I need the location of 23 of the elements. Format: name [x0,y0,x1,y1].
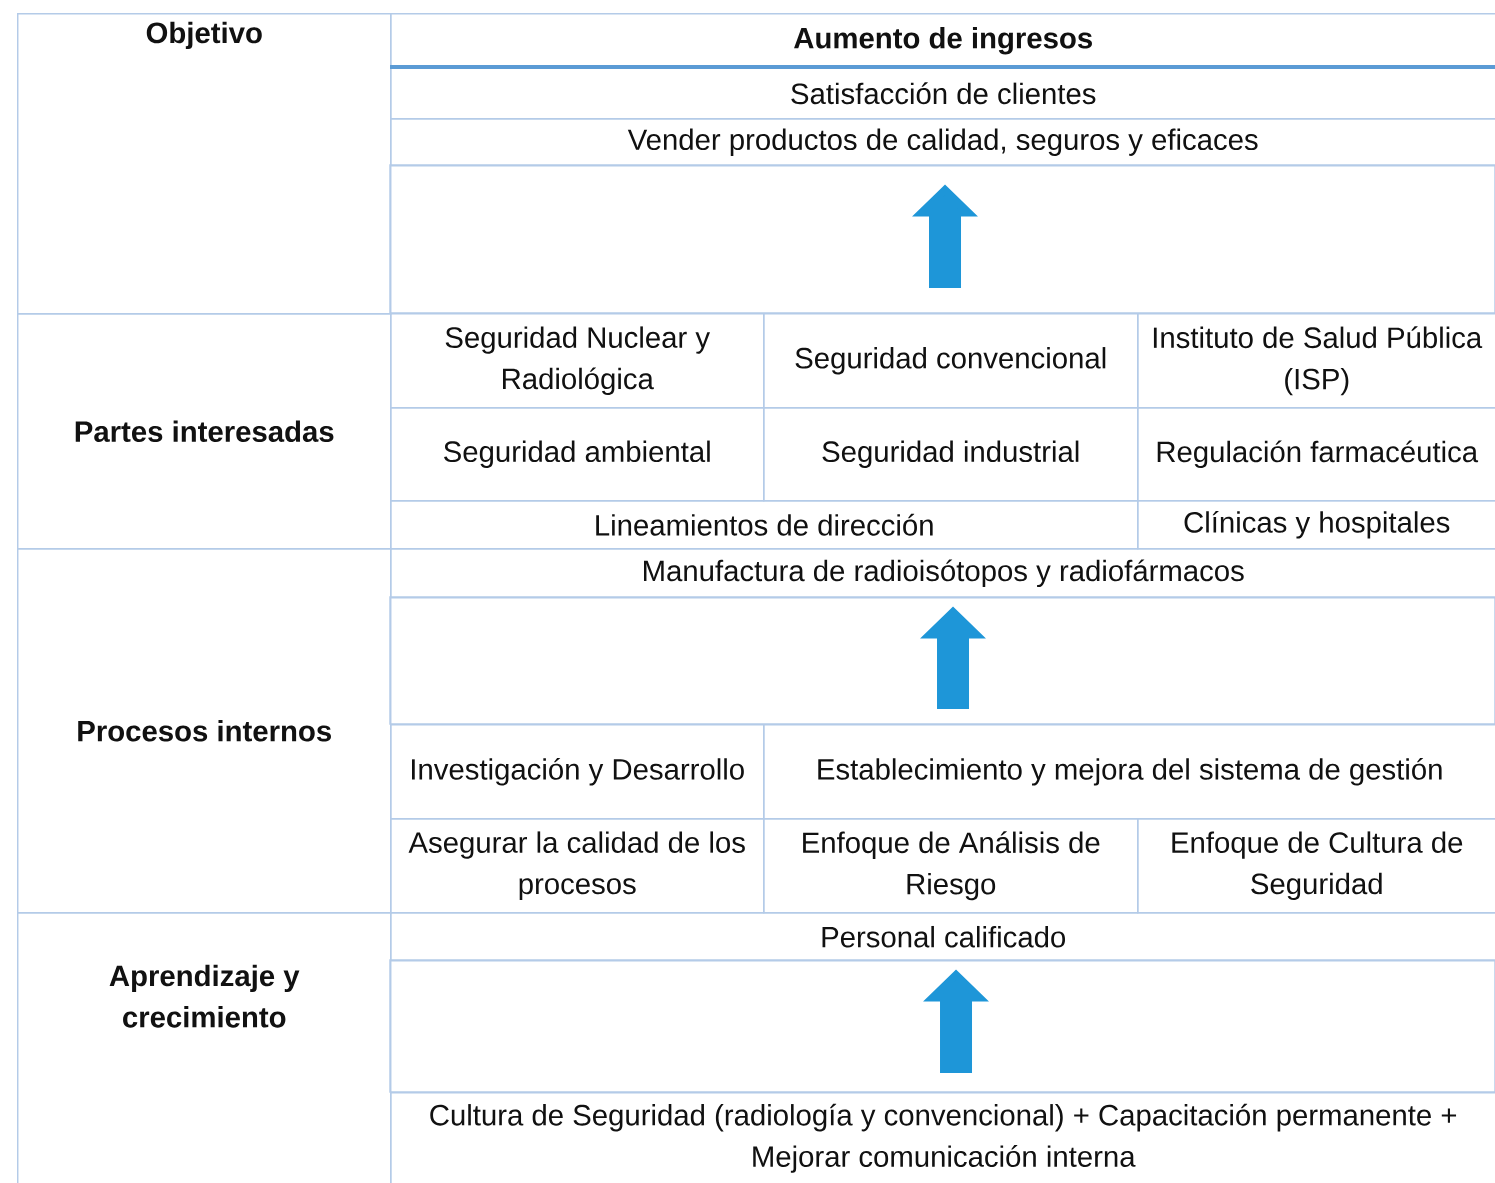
header-cell: Aumento de ingresos [390,13,1495,69]
table-cell: Clínicas y hospitales [1137,500,1495,550]
table-cell: Seguridad industrial [763,407,1139,502]
table-cell: Personal calificado [390,912,1495,962]
table-cell: Cultura de Seguridad (radiología y convencional) + Capacitación permanente + Mejorar comunicación interna [390,1092,1495,1183]
table-cell: Satisfacción de clientes [390,67,1495,120]
table-cell: Lineamientos de dirección [390,500,1139,550]
table-cell: Seguridad ambiental [390,407,765,502]
table-cell: Vender productos de calidad, seguros y eficaces [390,118,1495,167]
row-header-cell: Procesos internos [17,548,392,914]
table-cell: Investigación y Desarrollo [390,724,765,820]
table-cell: Asegurar la calidad de los procesos [390,818,765,914]
table-cell: Seguridad Nuclear y Radiológica [390,313,765,409]
table-cell: Seguridad convencional [763,313,1139,409]
row-header-cell: Partes interesadas [17,313,392,550]
table-cell: Enfoque de Análisis de Riesgo [763,818,1139,914]
table-cell: Instituto de Salud Pública (ISP) [1137,313,1495,409]
table-cell: Establecimiento y mejora del sistema de gestión [763,724,1495,820]
row-header-cell: Aprendizaje y crecimiento [17,912,392,1183]
table-cell: Enfoque de Cultura de Seguridad [1137,818,1495,914]
table-cell: Regulación farmacéutica [1137,407,1495,502]
row-header-cell: Objetivo [17,13,392,315]
table-cell: Manufactura de radioisótopos y radiofármacos [390,548,1495,599]
